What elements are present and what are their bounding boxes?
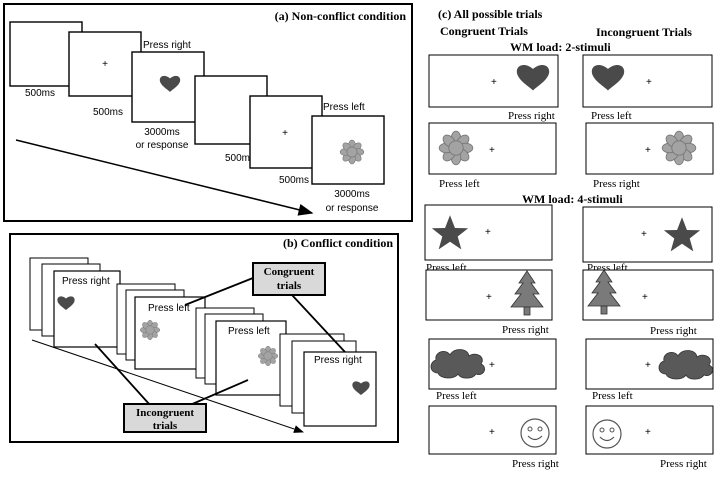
congruent-connector-2 — [291, 294, 346, 353]
panel-c-title: (c) All possible trials — [438, 7, 543, 21]
frame-label-press-left: Press left — [323, 102, 365, 113]
flower-icon — [661, 130, 697, 166]
fix-cross: + — [489, 427, 495, 438]
panel-a-border — [3, 3, 413, 222]
fixation-cross-2: + — [282, 128, 288, 139]
panel-b: (b) Conflict condition Press right Press… — [9, 233, 399, 443]
congruent-connector-1 — [184, 277, 254, 306]
fixation-cross: + — [102, 59, 108, 70]
label-incong-cloud: Press left — [592, 390, 633, 402]
panel-c: (c) All possible trials Congruent Trials… — [424, 7, 714, 470]
incongruent-connector-1 — [94, 343, 151, 406]
fix-cross: + — [645, 360, 651, 371]
wm-load-2: WM load: 2-stimuli — [510, 40, 611, 54]
flower-icon — [438, 130, 474, 166]
fix-cross: + — [486, 292, 492, 303]
stack4-label: Press right — [314, 355, 362, 366]
congruent-box — [252, 262, 326, 296]
fix-cross: + — [491, 77, 497, 88]
frame-duration-4: 500ms — [225, 153, 255, 164]
label-incong-heart: Press left — [591, 110, 632, 122]
frame-label-press-right: Press right — [143, 40, 191, 51]
panel-a-title: (a) Non-conflict condition — [275, 9, 407, 23]
label-cong-flower: Press left — [439, 178, 480, 190]
frame-duration-6b: or response — [326, 203, 379, 214]
col-header-congruent: Congruent Trials — [440, 24, 528, 38]
frame-duration-5: 500ms — [279, 175, 309, 186]
time-arrow — [15, 139, 314, 216]
flower-icon — [139, 319, 161, 341]
wm-load-4: WM load: 4-stimuli — [522, 192, 623, 206]
label-cong-cloud: Press left — [436, 390, 477, 402]
label-incong-flower: Press right — [593, 178, 640, 190]
label-incong-tree: Press right — [650, 325, 697, 337]
incongruent-box — [123, 403, 207, 433]
congruent-label-1: Congruent — [264, 266, 315, 278]
panel-a: (a) Non-conflict condition 500ms + 500ms… — [3, 3, 413, 222]
label-cong-smiley: Press right — [512, 458, 559, 470]
stack3-label: Press left — [228, 326, 270, 337]
col-header-incongruent: Incongruent Trials — [596, 25, 692, 39]
label-incong-smiley: Press right — [660, 458, 707, 470]
frame-duration-2: 500ms — [93, 107, 123, 118]
incongruent-label-1: Incongruent — [136, 407, 194, 419]
fix-cross: + — [485, 227, 491, 238]
flower-icon — [339, 139, 365, 165]
incongruent-connector-2 — [189, 379, 249, 406]
fix-cross: + — [489, 360, 495, 371]
smiley-icon — [592, 419, 622, 449]
label-cong-tree: Press right — [502, 324, 549, 336]
frame-duration-1: 500ms — [25, 88, 55, 99]
incongruent-label-2: trials — [153, 420, 178, 432]
panel-b-border — [9, 233, 399, 443]
frame-duration-3a: 3000ms — [144, 127, 180, 138]
flower-icon — [257, 345, 279, 367]
panel-b-title: (b) Conflict condition — [283, 236, 393, 250]
congruent-label-2: trials — [277, 280, 302, 292]
fix-cross: + — [641, 229, 647, 240]
frame-duration-3b: or response — [136, 140, 189, 151]
label-cong-heart: Press right — [508, 110, 555, 122]
fix-cross: + — [645, 145, 651, 156]
frame-duration-6a: 3000ms — [334, 189, 370, 200]
time-arrow-b — [31, 339, 304, 433]
fix-cross: + — [646, 77, 652, 88]
frame-fixation-2 — [249, 95, 323, 169]
stack1-label: Press right — [62, 276, 110, 287]
fix-cross: + — [489, 145, 495, 156]
fix-cross: + — [645, 427, 651, 438]
fix-cross: + — [642, 292, 648, 303]
stack2-label: Press left — [148, 303, 190, 314]
smiley-icon — [520, 418, 550, 448]
